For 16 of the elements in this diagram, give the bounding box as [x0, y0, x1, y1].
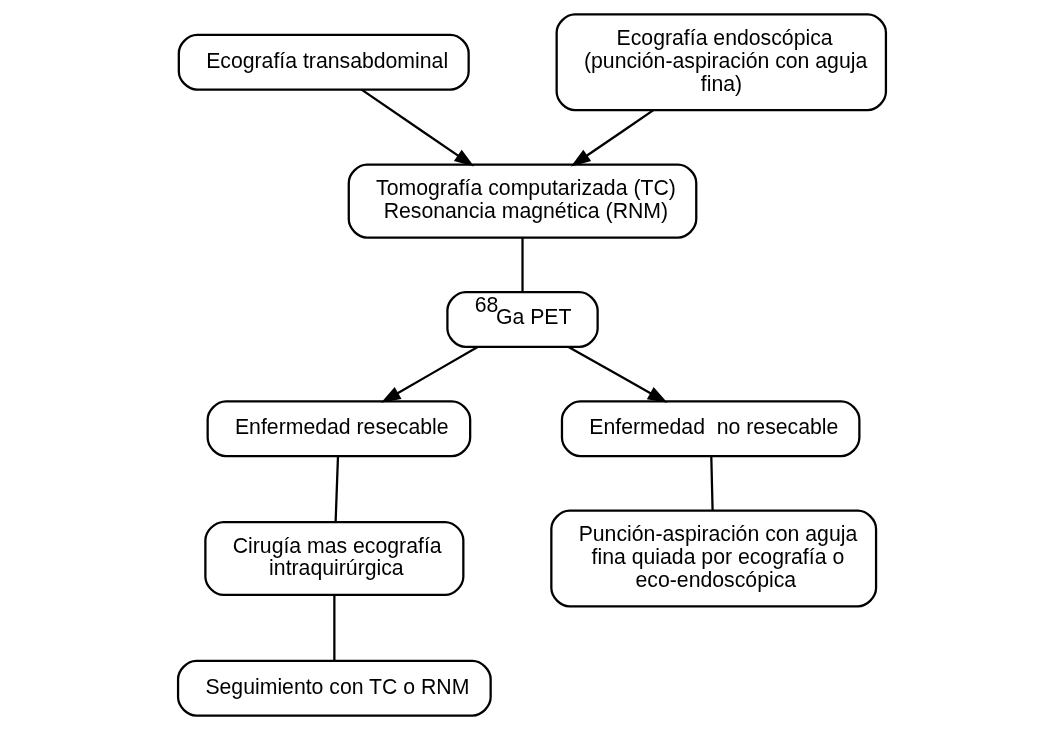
- arrow: [570, 109, 654, 167]
- node-box: Punción-aspiración con aguja fina quiada por ecografía o eco-endoscópica: [549, 509, 877, 608]
- arrow: [360, 88, 474, 167]
- node-box: Cirugía mas ecografía intraquirúrgica: [203, 520, 464, 596]
- arrow: [567, 345, 667, 403]
- connector: [709, 456, 714, 511]
- connector: [520, 237, 524, 293]
- connector: [334, 456, 339, 522]
- node-box: Enfermedad no resecable: [560, 400, 860, 458]
- node-box: Seguimiento con TC o RNM: [176, 659, 492, 717]
- node-box: Ecografía endoscópica (punción-aspiración con aguja fina): [555, 13, 887, 112]
- node-box: Ecografía transabdominal: [177, 33, 470, 91]
- connector: [332, 595, 335, 661]
- node-box: Tomografía computarizada (TC) Resonancia magnética (RNM): [347, 163, 697, 239]
- arrow: [380, 346, 478, 403]
- node-box: Enfermedad resecable: [206, 400, 471, 458]
